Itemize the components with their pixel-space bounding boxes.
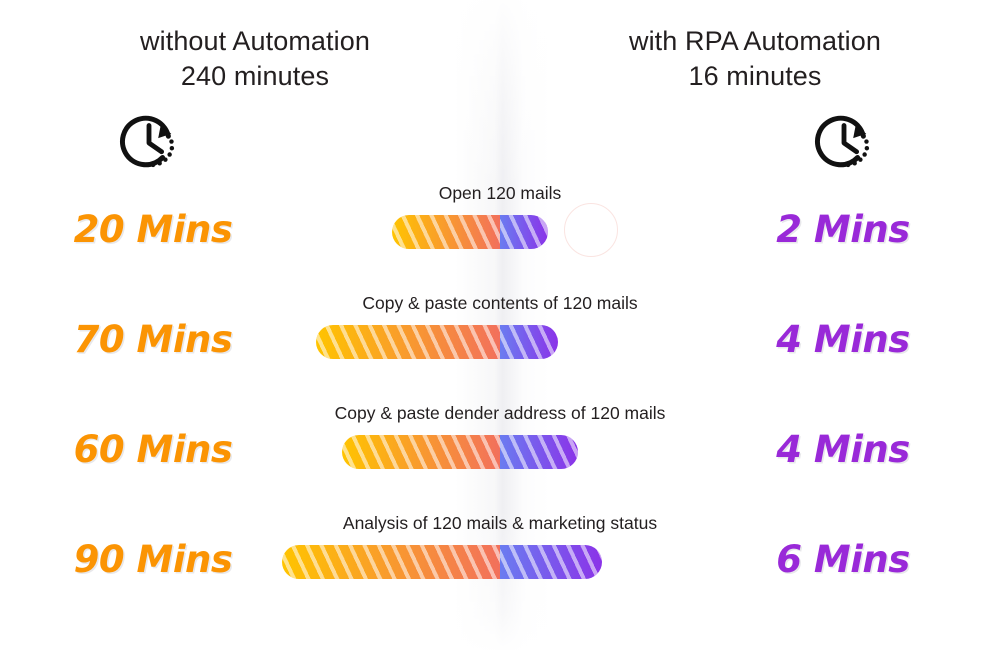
bar-hatch-pattern xyxy=(342,435,500,469)
decorative-circle xyxy=(564,203,618,257)
header-rpa-title: with RPA Automation xyxy=(628,26,882,56)
manual-minutes-value: 90 Mins xyxy=(73,538,233,581)
bar-hatch-pattern xyxy=(282,545,500,579)
clock-arrow-icon xyxy=(119,115,175,168)
task-label: Open 120 mails xyxy=(438,183,562,203)
rpa-minutes-value: 6 Mins xyxy=(776,538,910,581)
task-label: Analysis of 120 mails & marketing status xyxy=(342,513,658,533)
task-label: Copy & paste contents of 120 mails xyxy=(362,293,638,313)
header-manual: without Automation 240 minutes xyxy=(45,24,465,94)
clock-arrow-icon xyxy=(814,115,870,168)
bar-hatch-pattern xyxy=(500,435,578,469)
rpa-bar-segment xyxy=(500,545,602,579)
rpa-minutes-value: 2 Mins xyxy=(776,208,910,251)
rpa-bar-segment xyxy=(500,435,578,469)
rpa-minutes-value: 4 Mins xyxy=(776,318,910,361)
bar-hatch-pattern xyxy=(500,545,602,579)
bar-hatch-pattern xyxy=(392,215,500,249)
manual-minutes-value: 70 Mins xyxy=(73,318,233,361)
comparison-bar xyxy=(282,545,602,579)
rpa-minutes-value: 4 Mins xyxy=(776,428,910,471)
manual-minutes-value: 60 Mins xyxy=(73,428,233,471)
task-label: Copy & paste dender address of 120 mails xyxy=(334,403,666,423)
header-manual-total: 240 minutes xyxy=(180,61,330,92)
comparison-bar xyxy=(392,215,548,249)
header-manual-title: without Automation xyxy=(140,26,370,56)
header-rpa: with RPA Automation 16 minutes xyxy=(545,24,965,94)
header-rpa-total: 16 minutes xyxy=(688,61,822,92)
bar-hatch-pattern xyxy=(500,325,558,359)
manual-bar-segment xyxy=(392,215,500,249)
manual-bar-segment xyxy=(342,435,500,469)
comparison-bar xyxy=(342,435,578,469)
manual-bar-segment xyxy=(316,325,500,359)
rpa-bar-segment xyxy=(500,325,558,359)
manual-bar-segment xyxy=(282,545,500,579)
comparison-bar xyxy=(316,325,558,359)
bar-hatch-pattern xyxy=(316,325,500,359)
manual-minutes-value: 20 Mins xyxy=(73,208,233,251)
bar-hatch-pattern xyxy=(500,215,548,249)
rpa-bar-segment xyxy=(500,215,548,249)
